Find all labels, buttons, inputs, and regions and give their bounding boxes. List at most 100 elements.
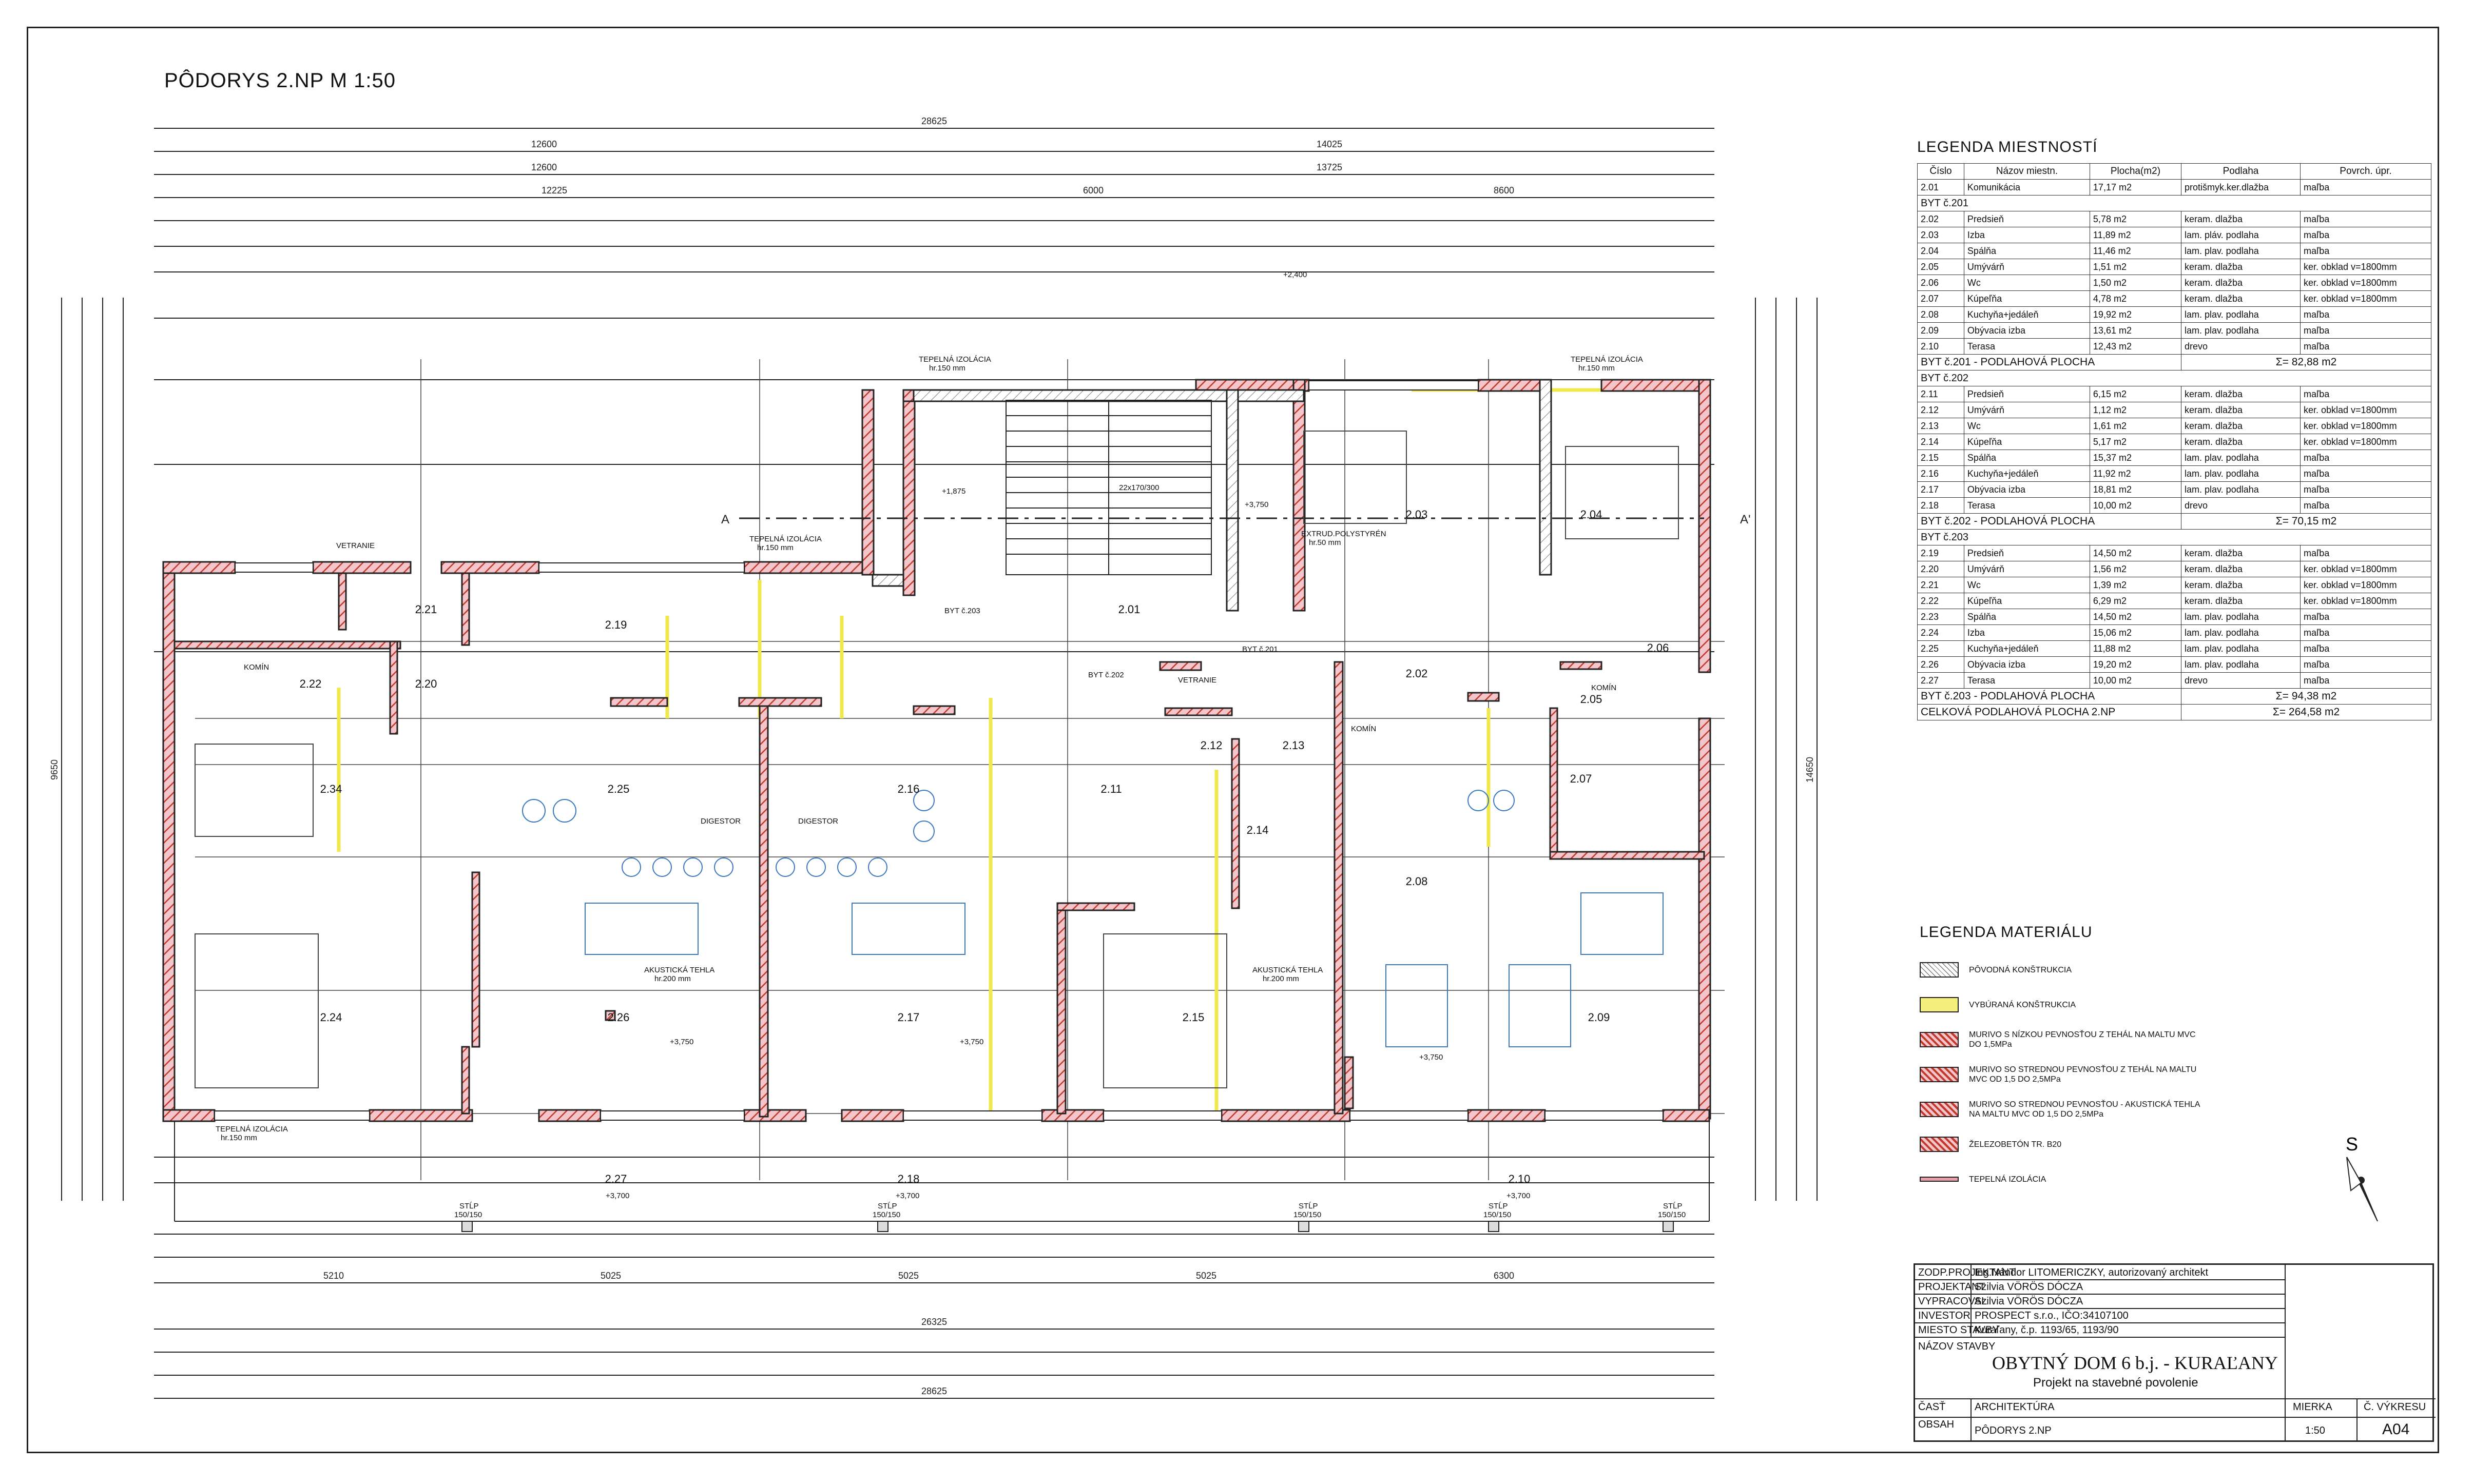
svg-text:26325: 26325 — [921, 1317, 947, 1327]
table-cell: 2.14 — [1917, 434, 1964, 450]
svg-text:2.22: 2.22 — [300, 677, 322, 690]
table-cell: 10,00 m2 — [2089, 497, 2181, 514]
table-cell: 2.20 — [1917, 561, 1964, 577]
svg-text:2.13: 2.13 — [1283, 739, 1305, 752]
table-cell: 14,50 m2 — [2089, 609, 2181, 625]
table-cell: keram. dlažba — [2180, 577, 2301, 593]
svg-text:28625: 28625 — [921, 1386, 947, 1396]
svg-text:150/150: 150/150 — [873, 1210, 900, 1219]
svg-text:12225: 12225 — [542, 185, 567, 196]
dimension-lines-bottom — [154, 1157, 1714, 1399]
table-cell: ker. obklad v=1800mm — [2300, 418, 2432, 434]
tb-investor-value: PROSPECT s.r.o., IČO:34107100 — [1975, 1310, 2129, 1321]
material-swatch — [1920, 1137, 1959, 1152]
material-item: ŽELEZOBETÓN TR. B20 — [1920, 1129, 2205, 1160]
tb-mierka-value: 1:50 — [2305, 1425, 2325, 1436]
svg-text:A: A — [721, 513, 729, 526]
table-cell: Kuchyňa+jedáleň — [1963, 465, 2090, 482]
tb-projektant-label: PROJEKTANT — [1918, 1281, 1985, 1293]
svg-text:AKUSTICKÁ TEHLA: AKUSTICKÁ TEHLA — [1252, 966, 1323, 974]
material-swatch — [1920, 962, 1959, 978]
tb-nazov-value: OBYTNÝ DOM 6 b.j. - KURAĽANY — [1992, 1353, 2278, 1373]
table-cell: ker. obklad v=1800mm — [2300, 402, 2432, 418]
table-cell: 2.22 — [1917, 593, 1964, 609]
table-cell: 1,61 m2 — [2089, 418, 2181, 434]
svg-text:2.19: 2.19 — [605, 618, 627, 631]
table-cell: maľba — [2300, 545, 2432, 561]
svg-text:5025: 5025 — [601, 1271, 621, 1281]
table-cell: 2.24 — [1917, 624, 1964, 641]
table-cell: ker. obklad v=1800mm — [2300, 577, 2432, 593]
svg-text:+3,750: +3,750 — [960, 1038, 983, 1046]
tb-nazov-sub: Projekt na stavebné povolenie — [2033, 1376, 2198, 1390]
table-cell: Kúpeľňa — [1963, 290, 2090, 307]
table-cell: 2.07 — [1917, 290, 1964, 307]
rooms-table: Číslo Názov miestn. Plocha(m2) Podlaha P… — [1917, 163, 2432, 720]
table-cell: Izba — [1963, 624, 2090, 641]
table-cell: keram. dlažba — [2180, 259, 2301, 275]
table-cell: Kúpeľňa — [1963, 593, 2090, 609]
table-cell: 18,81 m2 — [2089, 481, 2181, 498]
table-cell: maľba — [2300, 465, 2432, 482]
table-cell: Terasa — [1963, 497, 2090, 514]
svg-text:2.09: 2.09 — [1588, 1011, 1610, 1024]
table-cell: drevo — [2180, 497, 2301, 514]
svg-text:150/150: 150/150 — [1293, 1210, 1321, 1219]
drawing-frame — [27, 27, 2439, 1453]
table-cell: Σ= 82,88 m2 — [2180, 354, 2432, 370]
material-item: VYBÚRANÁ KONŠTRUKCIA — [1920, 989, 2205, 1020]
tb-vypracoval-value: Szilvia VÖRÖS DÓCZA — [1975, 1296, 2083, 1307]
svg-text:150/150: 150/150 — [454, 1210, 482, 1219]
table-cell: 2.25 — [1917, 640, 1964, 657]
title-block: ZODP.PROJEKTANT Ing.Nándor LITOMERICZKY,… — [1914, 1263, 2436, 1442]
table-cell: 1,56 m2 — [2089, 561, 2181, 577]
svg-text:9650: 9650 — [49, 759, 60, 780]
table-cell: Terasa — [1963, 672, 2090, 689]
terrace-columns — [461, 1221, 1674, 1232]
table-cell: protišmyk.ker.dlažba — [2180, 179, 2301, 196]
table-cell: 11,92 m2 — [2089, 465, 2181, 482]
table-cell: BYT č.203 - PODLAHOVÁ PLOCHA — [1917, 688, 2181, 705]
furniture — [522, 790, 1664, 1047]
material-label: TEPELNÁ IZOLÁCIA — [1969, 1175, 2046, 1184]
svg-text:BYT č.201: BYT č.201 — [1242, 645, 1278, 654]
table-cell: BYT č.202 — [1917, 370, 2431, 386]
svg-text:2.10: 2.10 — [1509, 1173, 1531, 1185]
table-cell: drevo — [2180, 338, 2301, 355]
rooms-legend-title: LEGENDA MIESTNOSTÍ — [1917, 139, 2098, 155]
table-cell: CELKOVÁ PODLAHOVÁ PLOCHA 2.NP — [1917, 704, 2181, 720]
table-cell: keram. dlažba — [2180, 402, 2301, 418]
svg-text:2.15: 2.15 — [1183, 1011, 1205, 1024]
table-cell: BYT č.203 — [1917, 529, 2431, 545]
dimension-texts: 28625 12600 14025 12600 13725 12225 6000… — [49, 116, 1815, 1396]
table-cell: maľba — [2300, 640, 2432, 657]
svg-text:2.14: 2.14 — [1247, 824, 1269, 836]
table-cell: 19,92 m2 — [2089, 306, 2181, 323]
svg-text:BYT č.203: BYT č.203 — [944, 607, 980, 615]
table-cell: 2.12 — [1917, 402, 1964, 418]
svg-text:2.06: 2.06 — [1647, 641, 1669, 654]
table-cell: Kuchyňa+jedáleň — [1963, 306, 2090, 323]
rooms-table-header: Číslo Názov miestn. Plocha(m2) Podlaha P… — [1917, 163, 2432, 180]
svg-text:22x170/300: 22x170/300 — [1119, 483, 1159, 492]
materials-legend-title: LEGENDA MATERIÁLU — [1920, 924, 2093, 941]
table-cell: Spálňa — [1963, 609, 2090, 625]
material-swatch — [1920, 1102, 1959, 1117]
material-label: VYBÚRANÁ KONŠTRUKCIA — [1969, 1000, 2076, 1009]
table-cell: Umývárň — [1963, 259, 2090, 275]
table-cell: 13,61 m2 — [2089, 322, 2181, 339]
table-cell: 1,12 m2 — [2089, 402, 2181, 418]
